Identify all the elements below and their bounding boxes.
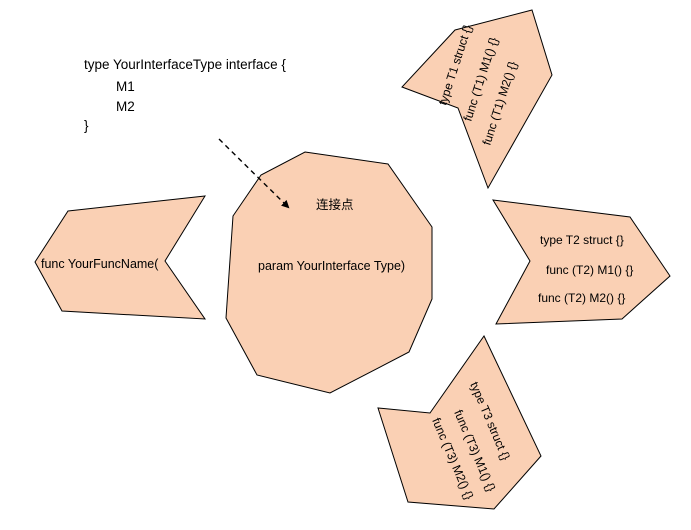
- t2-line-1: type T2 struct {}: [540, 233, 624, 247]
- t2-line-2: func (T2) M1() {}: [546, 263, 633, 277]
- interface-code-line-4: }: [84, 118, 89, 133]
- t2-line-3: func (T2) M2() {}: [538, 291, 625, 305]
- center-shape-label: param YourInterface Type): [258, 259, 405, 273]
- t2-labels: type T2 struct {} func (T2) M1() {} func…: [538, 233, 633, 305]
- interface-code-line-1: type YourInterfaceType interface {: [84, 57, 286, 72]
- t1-chevron-shape: [401, 9, 553, 190]
- left-shape-label: func YourFuncName(: [41, 257, 159, 271]
- interface-code-line-2: M1: [116, 79, 135, 94]
- connection-point-label: 连接点: [316, 197, 354, 212]
- interface-code-line-3: M2: [116, 99, 135, 114]
- t3-chevron-shape: [377, 335, 542, 510]
- dashed-arrow: [218, 138, 290, 209]
- t2-chevron-shape: [492, 199, 671, 325]
- center-octagon-shape: [225, 151, 433, 394]
- left-chevron-shape: [34, 195, 206, 320]
